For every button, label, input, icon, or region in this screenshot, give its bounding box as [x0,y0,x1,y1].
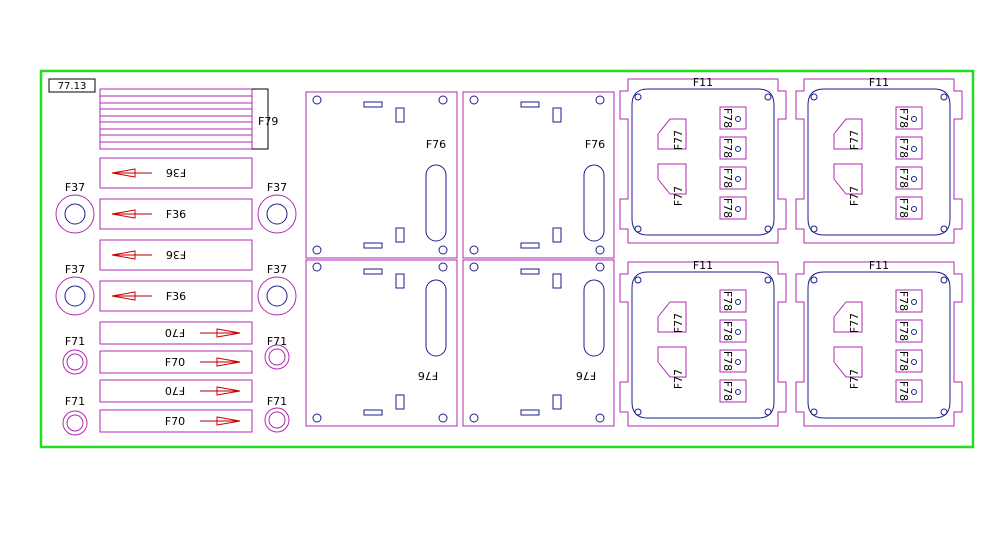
sheet-id: 77.13 [58,81,87,92]
label-f76-rotated: F76 [576,369,596,382]
label-f78: F78 [721,321,734,341]
label-f78: F78 [897,198,910,218]
label-f71: F71 [267,335,287,348]
label-f11: F11 [869,76,889,89]
label-f78: F78 [721,108,734,128]
part-f70-bars: F70 F70 F70 F70 [99,321,253,433]
label-f70-rotated: F70 [165,326,185,339]
label-f70: F70 [165,356,185,369]
part-f11-frame-3 [619,261,787,427]
part-f11-frame-4 [795,261,963,427]
label-f11: F11 [869,259,889,272]
part-f11-frame-2 [795,78,963,244]
label-f77: F77 [672,369,685,389]
label-f71: F71 [65,335,85,348]
label-f37: F37 [65,263,85,276]
label-f70: F70 [165,415,185,428]
label-f78: F78 [721,291,734,311]
sheet-border [39,69,975,449]
label-f70-rotated: F70 [165,384,185,397]
label-f78: F78 [721,198,734,218]
part-f36-bars: F36 F36 F36 F36 [99,157,253,312]
label-f11: F11 [693,76,713,89]
label-f78: F78 [897,291,910,311]
label-f76: F76 [426,138,446,151]
label-f78: F78 [897,351,910,371]
label-f36: F36 [166,208,186,221]
label-f78: F78 [721,351,734,371]
part-f37-rings: F37 F37 F37 F37 [55,181,297,316]
label-f78: F78 [721,381,734,401]
label-f76: F76 [585,138,605,151]
label-f36-rotated: F36 [166,166,186,179]
label-f36: F36 [166,290,186,303]
label-f78: F78 [721,138,734,158]
part-f76-plates: F76 F76 F76 F76 [305,91,615,427]
label-f78: F78 [897,381,910,401]
label-f37: F37 [65,181,85,194]
label-f76-rotated: F76 [418,369,438,382]
label-f78: F78 [897,108,910,128]
label-f78: F78 [897,168,910,188]
part-f11-frame-1 [619,78,787,244]
label-f78: F78 [897,321,910,341]
label-f71: F71 [267,395,287,408]
label-f79: F79 [258,115,278,128]
part-f71-rings: F71 F71 F71 F71 [62,335,290,436]
label-f36-rotated: F36 [166,248,186,261]
label-f77: F77 [848,186,861,206]
label-f77: F77 [672,130,685,150]
label-f77: F77 [848,369,861,389]
sheet-id-box [48,78,96,93]
part-f79: F79 [99,88,278,150]
label-f78: F78 [721,168,734,188]
label-f77: F77 [672,186,685,206]
label-f77: F77 [848,313,861,333]
label-f77: F77 [848,130,861,150]
label-f78: F78 [897,138,910,158]
label-f37: F37 [267,263,287,276]
label-f37: F37 [267,181,287,194]
label-f77: F77 [672,313,685,333]
label-f11: F11 [693,259,713,272]
label-f71: F71 [65,395,85,408]
